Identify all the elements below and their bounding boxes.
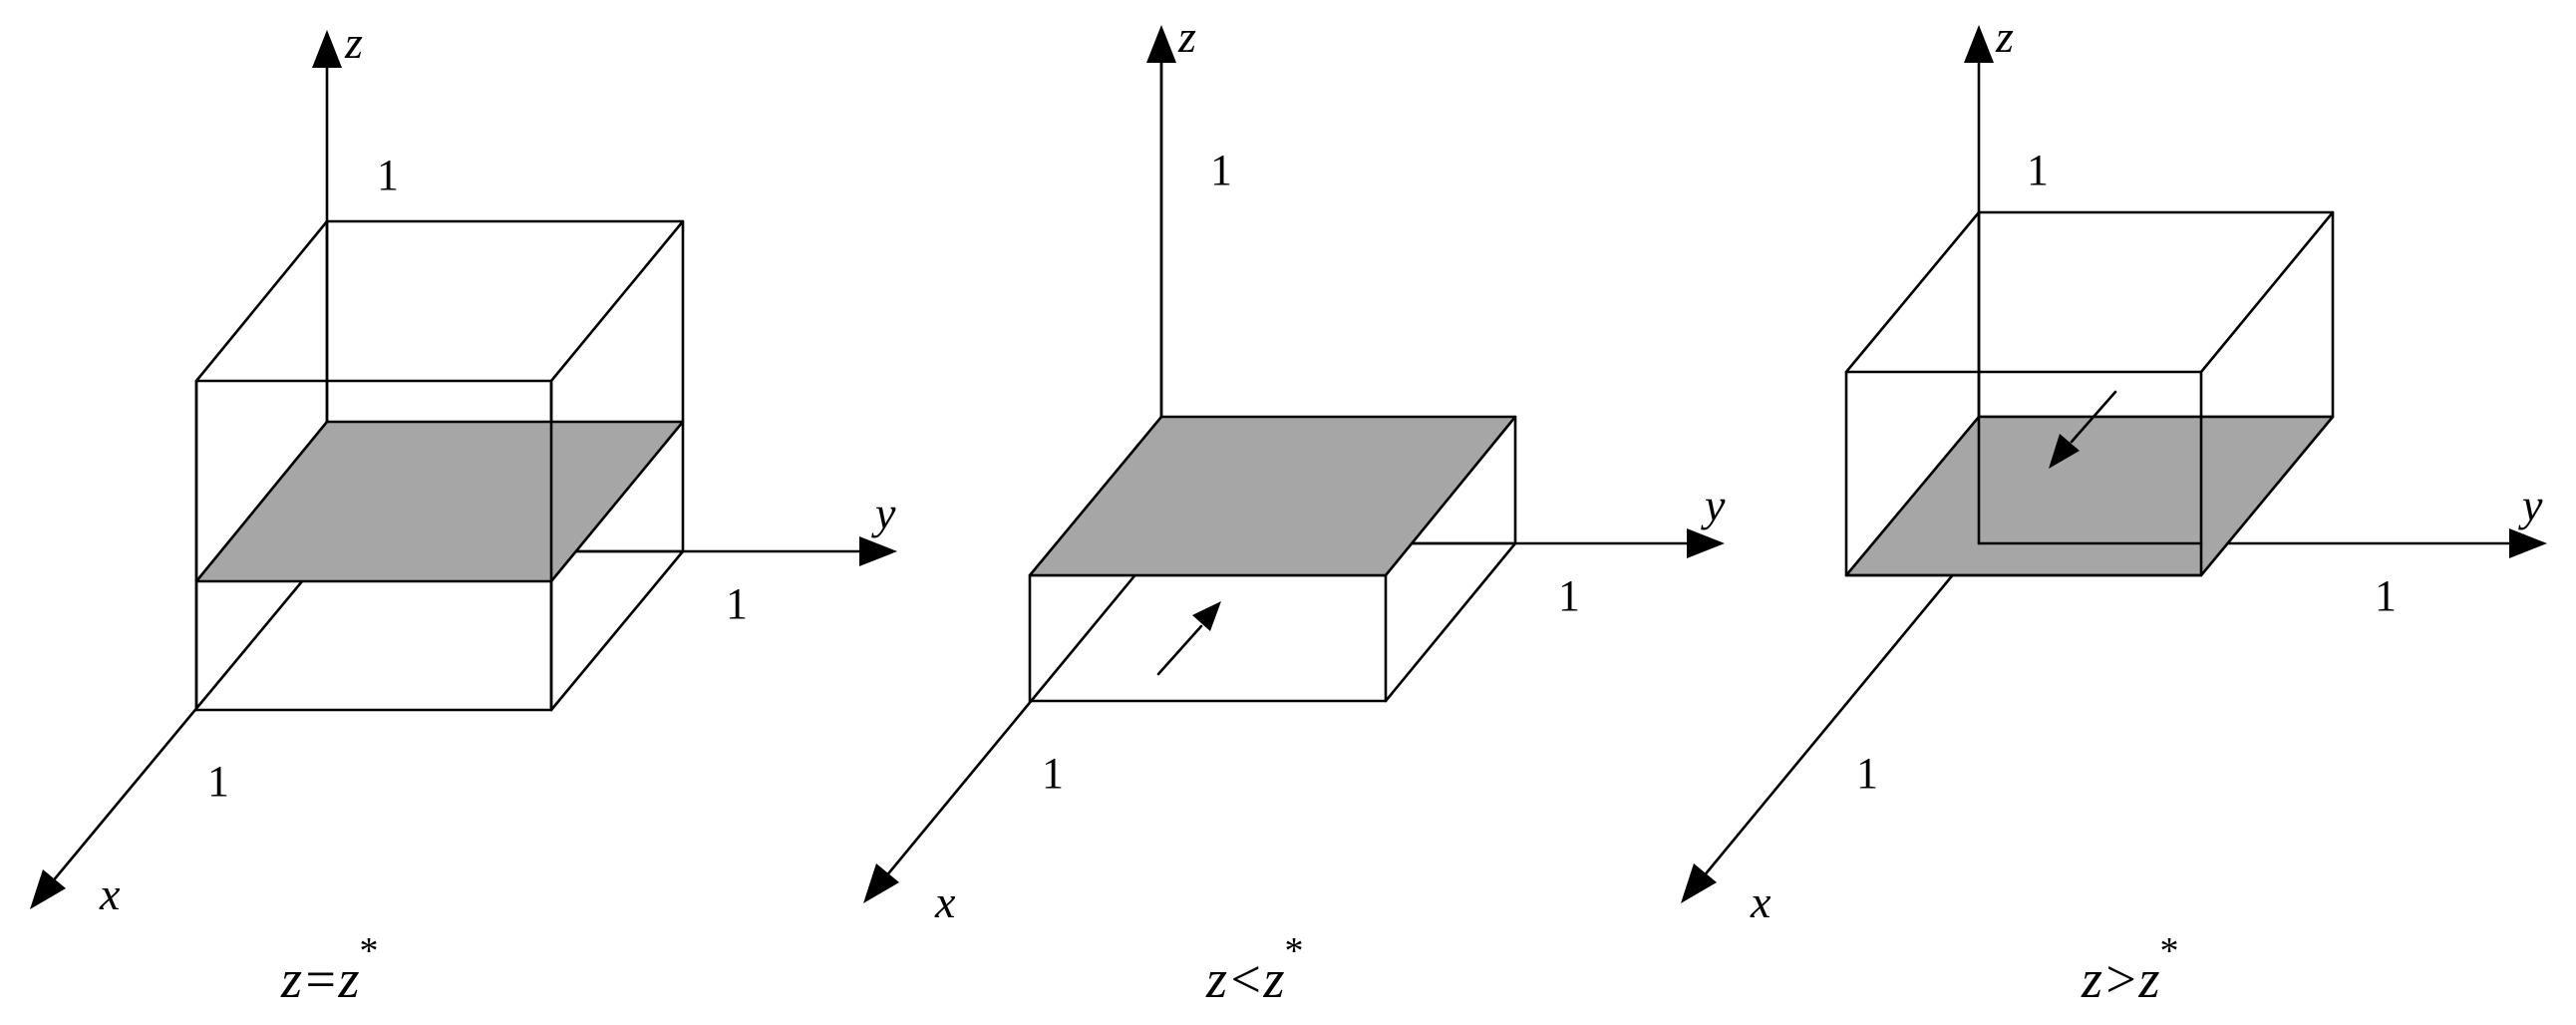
caption: z>z* <box>2081 930 2178 1009</box>
x-tick-label: 1 <box>207 757 229 806</box>
z-axis-arrowhead <box>1146 25 1176 63</box>
x-axis-label: x <box>934 876 956 927</box>
box-edge <box>1844 210 1981 374</box>
y-axis-label: y <box>1701 480 1726 530</box>
x-axis-arrowhead <box>863 863 899 903</box>
upper-box <box>1844 210 2335 419</box>
y-axis-arrowhead <box>2509 528 2547 558</box>
x-axis-label: x <box>1750 876 1771 927</box>
z-tick-label: 1 <box>2027 146 2049 194</box>
caption-superscript: * <box>1284 930 1303 972</box>
z-axis-label: z <box>1995 11 2014 62</box>
caption: z<z* <box>1205 930 1303 1009</box>
plane-motion-arrow <box>1156 624 1203 676</box>
shaded-plane <box>194 420 685 583</box>
z-axis-label: z <box>1177 11 1196 62</box>
x-axis <box>883 542 1163 878</box>
caption-superscript: * <box>2159 930 2178 972</box>
plane-motion-arrow <box>2070 390 2117 444</box>
caption-superscript: * <box>359 930 378 972</box>
cube-edge <box>549 549 685 712</box>
z-axis-arrowhead <box>312 30 342 68</box>
y-axis-label: y <box>871 488 896 538</box>
x-axis-arrowhead <box>1681 863 1717 903</box>
x-axis <box>51 550 328 883</box>
x-axis-arrowhead <box>30 869 66 909</box>
shaded-plane <box>1844 415 2335 577</box>
x-axis <box>1701 542 1981 878</box>
z-axis-label: z <box>344 17 363 68</box>
y-axis-label: y <box>2518 480 2543 530</box>
plane-motion-arrowhead <box>1192 601 1221 631</box>
y-tick-label: 1 <box>1558 571 1580 620</box>
cube-edge <box>549 219 685 383</box>
z-axis-arrowhead <box>1964 25 1994 63</box>
box-edge <box>1384 541 1517 703</box>
caption-main: z<z <box>1205 949 1284 1009</box>
z-tick-label: 1 <box>377 151 399 199</box>
plane-motion-arrowhead <box>2049 434 2080 469</box>
box-front-face <box>1844 370 2203 577</box>
x-axis-label: x <box>99 868 121 919</box>
panel-greater: z y x 1 1 1 z>z* <box>1681 11 2547 1009</box>
box-back-face <box>1977 210 2335 419</box>
caption: z=z* <box>280 930 378 1009</box>
y-axis-arrowhead <box>1687 528 1725 558</box>
caption-main: z=z <box>280 949 359 1009</box>
x-tick-label: 1 <box>1856 749 1878 798</box>
y-axis-arrowhead <box>859 536 897 566</box>
shaded-plane <box>1028 415 1517 577</box>
y-tick-label: 1 <box>726 579 748 628</box>
cube-edge <box>194 219 329 383</box>
z-tick-label: 1 <box>1210 146 1232 194</box>
y-tick-label: 1 <box>2375 571 2397 620</box>
x-tick-label: 1 <box>1042 749 1064 798</box>
box-edge <box>2199 210 2335 374</box>
panel-equal: z y x 1 1 1 z=z* <box>30 17 897 1009</box>
panel-less: z y x 1 1 1 z<z* <box>863 11 1726 1009</box>
caption-main: z>z <box>2081 949 2159 1009</box>
